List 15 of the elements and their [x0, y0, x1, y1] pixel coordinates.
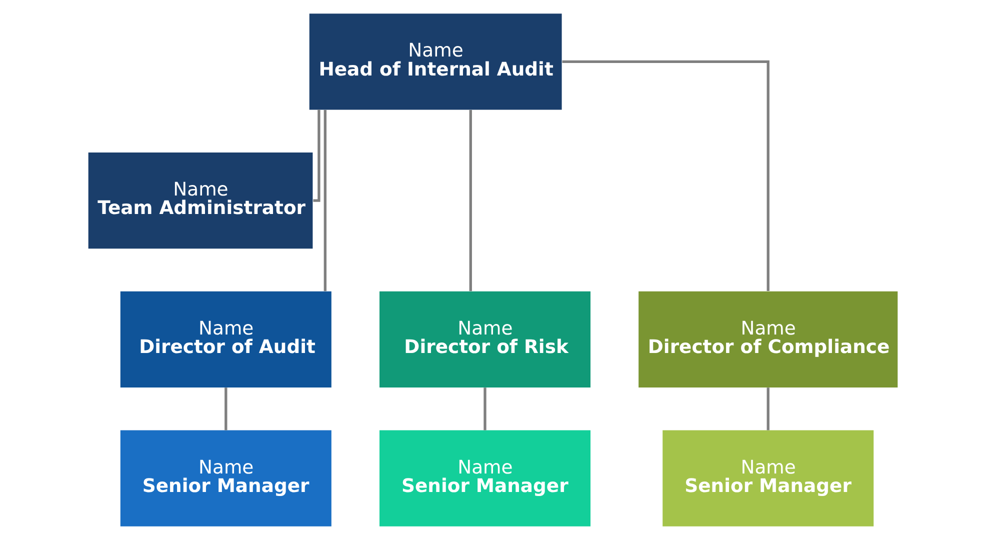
- connector: [766, 388, 769, 430]
- node-box: Name Director of Compliance: [638, 291, 898, 388]
- node-box: Name Director of Audit: [120, 291, 331, 388]
- node-box: Name Senior Manager: [662, 430, 874, 526]
- node-box: Name Senior Manager: [120, 430, 331, 526]
- connector: [562, 60, 769, 292]
- connector: [312, 110, 320, 202]
- connector: [224, 388, 227, 430]
- node-box: Name Senior Manager: [378, 430, 590, 526]
- connector: [323, 110, 326, 292]
- node-box: Name Head of Internal Audit: [308, 14, 562, 110]
- connector: [483, 388, 486, 430]
- node-box: Name Team Administrator: [88, 152, 312, 249]
- node-box: Name Director of Risk: [378, 291, 590, 388]
- connector: [468, 110, 472, 292]
